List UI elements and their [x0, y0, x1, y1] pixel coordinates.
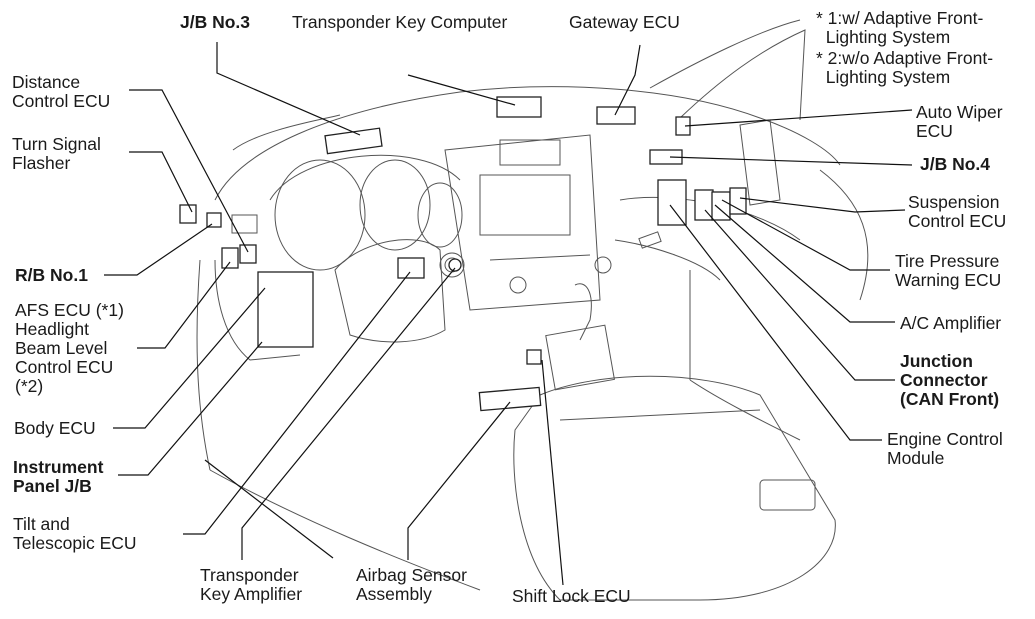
rb-no1-component — [206, 212, 222, 228]
label-jb-no4: J/B No.4 — [920, 154, 991, 174]
components — [179, 96, 747, 412]
footnote-2: * 2:w/o Adaptive Front- Lighting System — [816, 48, 994, 87]
label-gateway-ecu: Gateway ECU — [569, 12, 680, 32]
footnote-1: * 1:w/ Adaptive Front- Lighting System — [816, 8, 984, 47]
label-distance-control-ecu: Distance Control ECU — [12, 72, 111, 111]
label-engine-control-module: Engine Control Module — [887, 429, 1003, 468]
distance-control-ecu-component — [239, 244, 257, 264]
label-auto-wiper-ecu: Auto Wiper ECU — [916, 102, 1003, 141]
engine-control-module-component — [657, 179, 687, 226]
label-transponder-key-amplifier: Transponder Key Amplifier — [200, 565, 303, 604]
leader-lines — [104, 42, 913, 586]
label-airbag-sensor-assembly: Airbag Sensor Assembly — [356, 565, 467, 604]
label-afs-ecu: AFS ECU (*1) Headlight Beam Level Contro… — [15, 300, 124, 396]
suspension-ecu-component — [729, 187, 747, 215]
label-shift-lock-ecu: Shift Lock ECU — [512, 586, 631, 606]
label-junction-connector: Junction Connector (CAN Front) — [900, 351, 1000, 409]
dashboard-outline — [196, 19, 869, 601]
label-rb-no1: R/B No.1 — [15, 265, 88, 285]
transponder-key-computer-component — [496, 96, 542, 118]
airbag-sensor-component — [478, 386, 542, 412]
label-transponder-key-computer: Transponder Key Computer — [292, 12, 508, 32]
gateway-ecu-component — [596, 106, 636, 125]
transponder-key-amplifier-component — [448, 258, 462, 272]
shift-lock-ecu-component — [526, 349, 542, 365]
instrument-panel-jb-component — [257, 271, 314, 348]
label-jb-no3: J/B No.3 — [180, 12, 251, 32]
turn-signal-flasher-component — [179, 204, 197, 224]
afs-ecu-component — [221, 247, 239, 269]
tilt-telescopic-ecu-component — [397, 257, 425, 279]
label-instrument-panel-jb: Instrument Panel J/B — [13, 457, 104, 496]
label-turn-signal-flasher: Turn Signal Flasher — [12, 134, 101, 173]
label-suspension-control-ecu: Suspension Control ECU — [908, 192, 1007, 231]
label-tire-pressure-warning-ecu: Tire Pressure Warning ECU — [895, 251, 1002, 290]
label-tilt-telescopic-ecu: Tilt and Telescopic ECU — [13, 514, 137, 553]
label-body-ecu: Body ECU — [14, 418, 96, 438]
label-ac-amplifier: A/C Amplifier — [900, 313, 1002, 333]
